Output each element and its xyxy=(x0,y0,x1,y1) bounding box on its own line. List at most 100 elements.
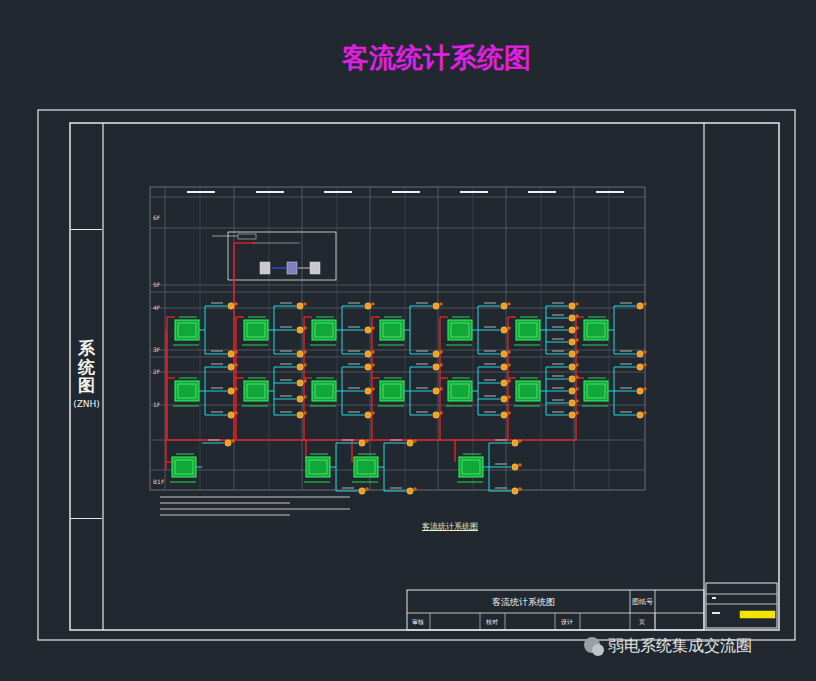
sensor-cable xyxy=(614,306,615,354)
block-field: 校对 xyxy=(486,619,498,625)
counter-controller xyxy=(459,457,483,477)
passenger-counter xyxy=(637,351,643,357)
sensor-cable xyxy=(268,330,274,331)
passenger-counter xyxy=(225,440,231,446)
sensor-cable xyxy=(546,306,568,307)
counter-controller xyxy=(516,320,540,340)
passenger-counter xyxy=(637,412,643,418)
grid-line xyxy=(370,187,371,490)
passenger-counter xyxy=(371,350,375,354)
stamp-mark xyxy=(712,597,716,599)
trunk-cable xyxy=(454,440,455,462)
controller-tag xyxy=(242,345,268,346)
frame-line xyxy=(580,613,581,630)
sensor-cable xyxy=(608,391,614,392)
grid-line xyxy=(150,440,645,441)
controller-tag xyxy=(170,482,196,483)
passenger-counter xyxy=(575,314,579,318)
frame-line xyxy=(505,613,506,630)
passenger-counter xyxy=(303,302,307,306)
controller-face xyxy=(587,323,605,337)
sensor-cable xyxy=(342,391,364,392)
sensor-tag xyxy=(211,412,223,413)
server-icon xyxy=(310,262,320,274)
passenger-counter xyxy=(228,303,234,309)
sensor-cable xyxy=(384,443,406,444)
sensor-cable xyxy=(483,467,489,468)
counter-controller xyxy=(312,381,336,401)
controller-tag xyxy=(179,378,197,379)
counter-controller xyxy=(312,320,336,340)
controller-tag xyxy=(173,345,199,346)
sensor-cable xyxy=(410,391,432,392)
passenger-counter xyxy=(501,396,507,402)
passenger-counter xyxy=(501,303,507,309)
trunk-cable xyxy=(508,316,516,317)
sensor-cable xyxy=(342,306,364,307)
frame-line xyxy=(555,613,556,630)
passenger-counter xyxy=(433,388,439,394)
controller-tag xyxy=(452,378,470,379)
trunk-cable xyxy=(304,377,312,378)
controller-tag xyxy=(316,317,334,318)
passenger-counter xyxy=(365,388,371,394)
grid-line xyxy=(200,187,201,490)
passenger-counter xyxy=(501,327,507,333)
controller-face xyxy=(178,384,196,398)
sensor-tag xyxy=(416,412,428,413)
sensor-cable xyxy=(478,415,500,416)
sensor-cable xyxy=(546,403,568,404)
sheet-band: 系统图(ZNH) xyxy=(71,229,102,519)
sensor-cable xyxy=(410,354,432,355)
passenger-counter xyxy=(413,439,417,443)
controller-tag xyxy=(378,345,404,346)
sensor-tag xyxy=(280,303,292,304)
inner-frame xyxy=(70,123,779,630)
sensor-tag xyxy=(620,388,632,389)
grid-line xyxy=(234,187,235,490)
passenger-counter xyxy=(575,399,579,403)
sensor-cable xyxy=(489,443,511,444)
passenger-counter xyxy=(297,364,303,370)
passenger-counter xyxy=(365,487,369,491)
passenger-counter xyxy=(643,350,647,354)
sensor-cable xyxy=(472,330,478,331)
passenger-counter xyxy=(234,411,238,415)
passenger-counter xyxy=(234,387,238,391)
sensor-tag xyxy=(348,412,360,413)
passenger-counter xyxy=(512,464,518,470)
grid-line xyxy=(574,187,575,490)
sensor-cable xyxy=(202,443,224,444)
grid-line xyxy=(150,228,645,229)
sensor-cable xyxy=(342,415,364,416)
controller-face xyxy=(462,460,480,474)
trunk-cable xyxy=(233,243,234,440)
passenger-counter xyxy=(501,412,507,418)
note-line xyxy=(160,515,290,516)
sensor-cable xyxy=(336,491,358,492)
sensor-cable xyxy=(274,367,275,415)
counter-controller xyxy=(306,457,330,477)
passenger-counter xyxy=(297,396,303,402)
grid-line xyxy=(405,187,406,490)
column-header xyxy=(187,191,215,193)
passenger-counter xyxy=(407,488,413,494)
controller-tag xyxy=(173,406,199,407)
column-header xyxy=(596,191,624,193)
sensor-cable xyxy=(546,354,568,355)
passenger-counter xyxy=(637,364,643,370)
block-field: 设计 xyxy=(561,619,573,625)
trunk-cable xyxy=(236,377,244,378)
sensor-tag xyxy=(484,412,496,413)
passenger-counter xyxy=(433,303,439,309)
trunk-cable xyxy=(372,316,380,317)
sensor-tag xyxy=(211,364,223,365)
sensor-cable xyxy=(330,467,336,468)
sensor-tag xyxy=(416,364,428,365)
floor-label: B1F xyxy=(153,479,164,485)
passenger-counter xyxy=(643,387,647,391)
controller-tag xyxy=(310,454,328,455)
passenger-counter xyxy=(297,380,303,386)
sensor-tag xyxy=(280,380,292,381)
